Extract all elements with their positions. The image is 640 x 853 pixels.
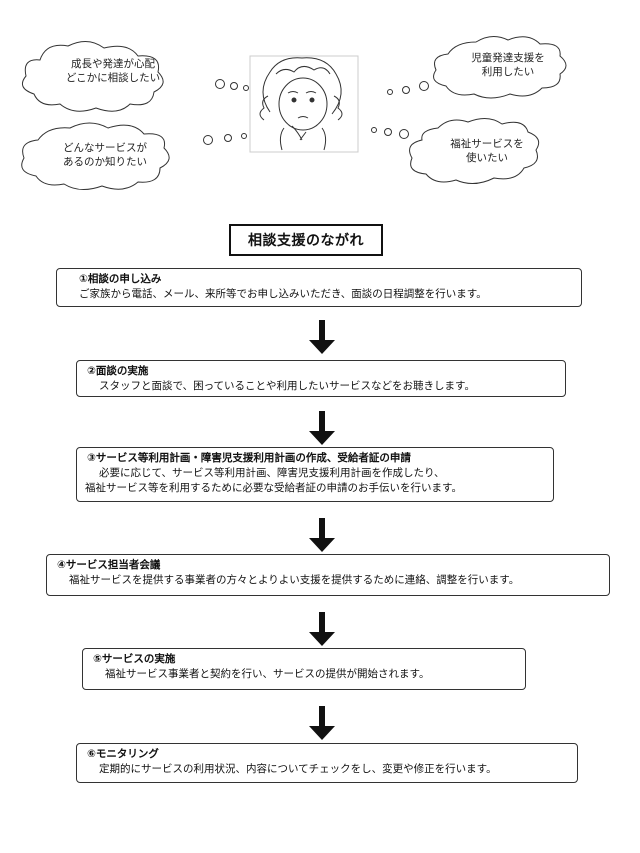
- down-arrow-icon: [309, 320, 335, 354]
- thought-line: どこかに相談したい: [65, 72, 161, 84]
- step-title: ①相談の申し込み: [79, 273, 162, 285]
- thought-line: あるのか知りたい: [63, 156, 147, 168]
- step-description: 定期的にサービスの利用状況、内容についてチェックをし、変更や修正を行います。: [99, 763, 497, 775]
- illustration-area: [21, 36, 567, 190]
- thought-text-1: 成長や発達が心配 どこかに相談したい: [48, 57, 178, 85]
- thought-line: どんなサービスが: [63, 142, 147, 154]
- step-6-box: ⑥モニタリング 定期的にサービスの利用状況、内容についてチェックをし、変更や修正…: [76, 743, 578, 783]
- step-3-box: ③サービス等利用計画・障害児支援利用計画の作成、受給者証の申請 必要に応じて、サ…: [76, 447, 554, 502]
- down-arrow-icon: [309, 612, 335, 646]
- thought-text-3: 児童発達支援を 利用したい: [448, 51, 568, 79]
- character-frame: [249, 55, 359, 153]
- step-4-box: ④サービス担当者会議 福祉サービスを提供する事業者の方々とよりよい支援を提供する…: [46, 554, 610, 596]
- step-title: ⑥モニタリング: [87, 748, 159, 760]
- thought-text-2: どんなサービスが あるのか知りたい: [40, 141, 170, 169]
- step-description: 必要に応じて、サービス等利用計画、障害児支援利用計画を作成したり、: [99, 467, 445, 479]
- step-title: ④サービス担当者会議: [57, 559, 161, 571]
- thought-text-4: 福祉サービスを 使いたい: [422, 137, 552, 165]
- thought-line: 福祉サービスを: [450, 138, 524, 150]
- step-description: 福祉サービス等を利用するために必要な受給者証の申請のお手伝いを行います。: [85, 482, 462, 494]
- step-description: スタッフと面談で、困っていることや利用したいサービスなどをお聴きします。: [99, 380, 476, 392]
- thought-line: 利用したい: [481, 66, 535, 78]
- step-title: ③サービス等利用計画・障害児支援利用計画の作成、受給者証の申請: [87, 452, 411, 464]
- down-arrow-icon: [309, 518, 335, 552]
- thought-cloud-4: [409, 118, 540, 184]
- thought-cloud-1: [21, 41, 164, 112]
- step-description: ご家族から電話、メール、来所等でお申し込みいただき、面談の日程調整を行います。: [79, 288, 487, 300]
- worried-person-illustration: [259, 57, 343, 151]
- thought-line: 児童発達支援を: [471, 52, 545, 64]
- thought-line: 成長や発達が心配: [71, 58, 155, 70]
- thought-line: 使いたい: [466, 152, 508, 164]
- step-5-box: ⑤サービスの実施 福祉サービス事業者と契約を行い、サービスの提供が開始されます。: [82, 648, 526, 690]
- step-description: 福祉サービスを提供する事業者の方々とよりよい支援を提供するために連絡、調整を行い…: [69, 574, 520, 586]
- step-title: ⑤サービスの実施: [93, 653, 176, 665]
- thought-cloud-2: [21, 122, 170, 190]
- step-description: 福祉サービス事業者と契約を行い、サービスの提供が開始されます。: [105, 668, 430, 680]
- step-1-box: ①相談の申し込み ご家族から電話、メール、来所等でお申し込みいただき、面談の日程…: [56, 268, 582, 307]
- thought-dots: [203, 79, 429, 145]
- down-arrow-icon: [309, 706, 335, 740]
- step-title: ②面談の実施: [87, 365, 149, 377]
- thought-cloud-3: [433, 36, 567, 99]
- step-2-box: ②面談の実施 スタッフと面談で、困っていることや利用したいサービスなどをお聴きし…: [76, 360, 566, 397]
- down-arrow-icon: [309, 411, 335, 445]
- page-title: 相談支援のながれ: [229, 224, 383, 256]
